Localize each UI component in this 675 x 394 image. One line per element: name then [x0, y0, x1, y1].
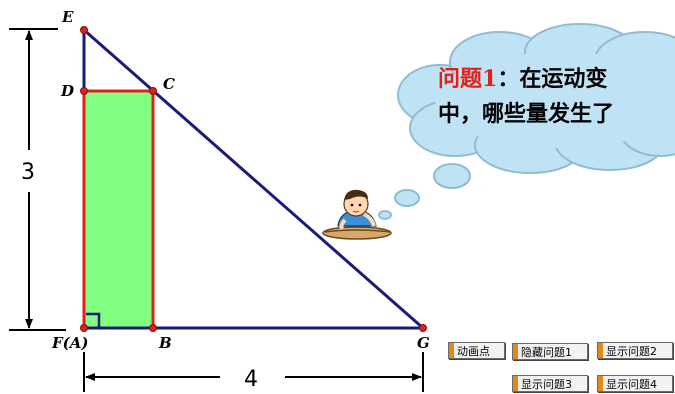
show-question-2-button[interactable]: 显示问题2 — [597, 342, 673, 359]
point-b[interactable] — [149, 324, 157, 332]
button-handle-icon — [598, 376, 603, 391]
label-e: E — [61, 8, 74, 26]
right-angle-mark — [86, 312, 101, 327]
question-line-1: 问题1：在运动变 — [438, 66, 607, 92]
animate-point-label: 动画点 — [457, 344, 490, 358]
thought-cloud — [378, 23, 675, 220]
thinking-boy-illustration — [322, 189, 392, 240]
dim-width-label: 4 — [244, 367, 258, 392]
hide-question-1-button[interactable]: 隐藏问题1 — [512, 343, 588, 360]
label-c: C — [163, 75, 175, 93]
point-e[interactable] — [80, 26, 88, 34]
point-d[interactable] — [80, 87, 88, 95]
button-handle-icon — [513, 376, 518, 391]
button-handle-icon — [598, 343, 603, 358]
question-line-1-rest: ：在运动变 — [497, 66, 607, 92]
question-number: 问题1 — [438, 66, 497, 92]
dim-height-label: 3 — [21, 160, 35, 185]
show-question-4-label: 显示问题4 — [606, 377, 657, 391]
show-question-3-button[interactable]: 显示问题3 — [512, 375, 588, 392]
show-question-3-label: 显示问题3 — [521, 377, 572, 391]
thought-bubble-large — [433, 163, 471, 189]
show-question-4-button[interactable]: 显示问题4 — [597, 375, 673, 392]
label-g: G — [417, 334, 430, 352]
show-question-2-label: 显示问题2 — [606, 344, 657, 358]
label-d: D — [60, 82, 74, 100]
button-handle-icon — [449, 343, 454, 358]
point-g[interactable] — [419, 324, 427, 332]
point-c[interactable] — [149, 87, 157, 95]
hide-question-1-label: 隐藏问题1 — [521, 345, 572, 359]
animate-point-button[interactable]: 动画点 — [448, 342, 505, 359]
point-f[interactable] — [80, 324, 88, 332]
label-f-a: F(A) — [51, 334, 88, 352]
rectangle-dcbf — [82, 89, 155, 330]
question-line-2: 中，哪些量发生了 — [438, 101, 614, 127]
button-handle-icon — [513, 344, 518, 359]
label-b: B — [158, 334, 172, 352]
